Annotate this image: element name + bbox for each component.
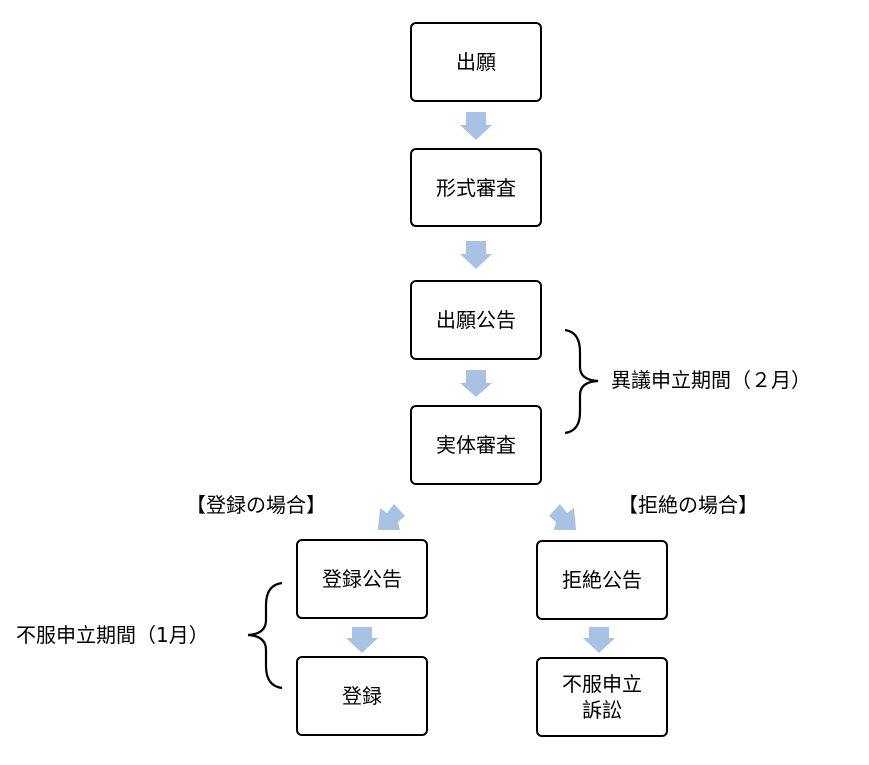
- substantive-exam-label: 実体審査: [436, 433, 516, 457]
- application-box: 出願: [410, 22, 542, 102]
- arrow-down-right-icon: [549, 504, 576, 530]
- formality-exam-label: 形式審査: [436, 175, 516, 200]
- substantive-exam-box: 実体審査: [410, 405, 542, 485]
- arrow-down-icon: [460, 370, 492, 397]
- application-label: 出願: [456, 50, 496, 74]
- appeal-label-line2: 訴訟: [582, 698, 622, 722]
- arrow-down-left-icon: [378, 504, 405, 530]
- arrow-down-icon: [460, 112, 492, 140]
- arrow-down-icon: [346, 627, 378, 653]
- refusal-publication-box: 拒絶公告: [536, 540, 668, 620]
- refusal-case-label: 【拒絶の場合】: [618, 493, 758, 517]
- appeal-label-line1: 不服申立: [562, 672, 642, 696]
- publication-box: 出願公告: [410, 280, 542, 360]
- appeal-period-brace: [247, 581, 283, 690]
- registration-box: 登録: [296, 656, 428, 736]
- arrow-down-icon: [460, 241, 492, 269]
- arrow-down-icon: [583, 627, 615, 653]
- refusal-publication-label: 拒絶公告: [562, 568, 642, 592]
- appeal-box: 不服申立 訴訟: [536, 657, 668, 737]
- registration-publication-box: 登録公告: [296, 539, 428, 619]
- registration-label: 登録: [342, 684, 382, 708]
- appeal-period-label: 不服申立期間（1月）: [16, 623, 209, 647]
- opposition-period-label: 異議申立期間（２月）: [611, 368, 811, 392]
- opposition-period-brace: [564, 328, 599, 435]
- formality-exam-box: 形式審査: [410, 148, 542, 227]
- registration-publication-label: 登録公告: [322, 567, 402, 591]
- registration-case-label: 【登録の場合】: [186, 493, 326, 517]
- publication-label: 出願公告: [436, 308, 516, 332]
